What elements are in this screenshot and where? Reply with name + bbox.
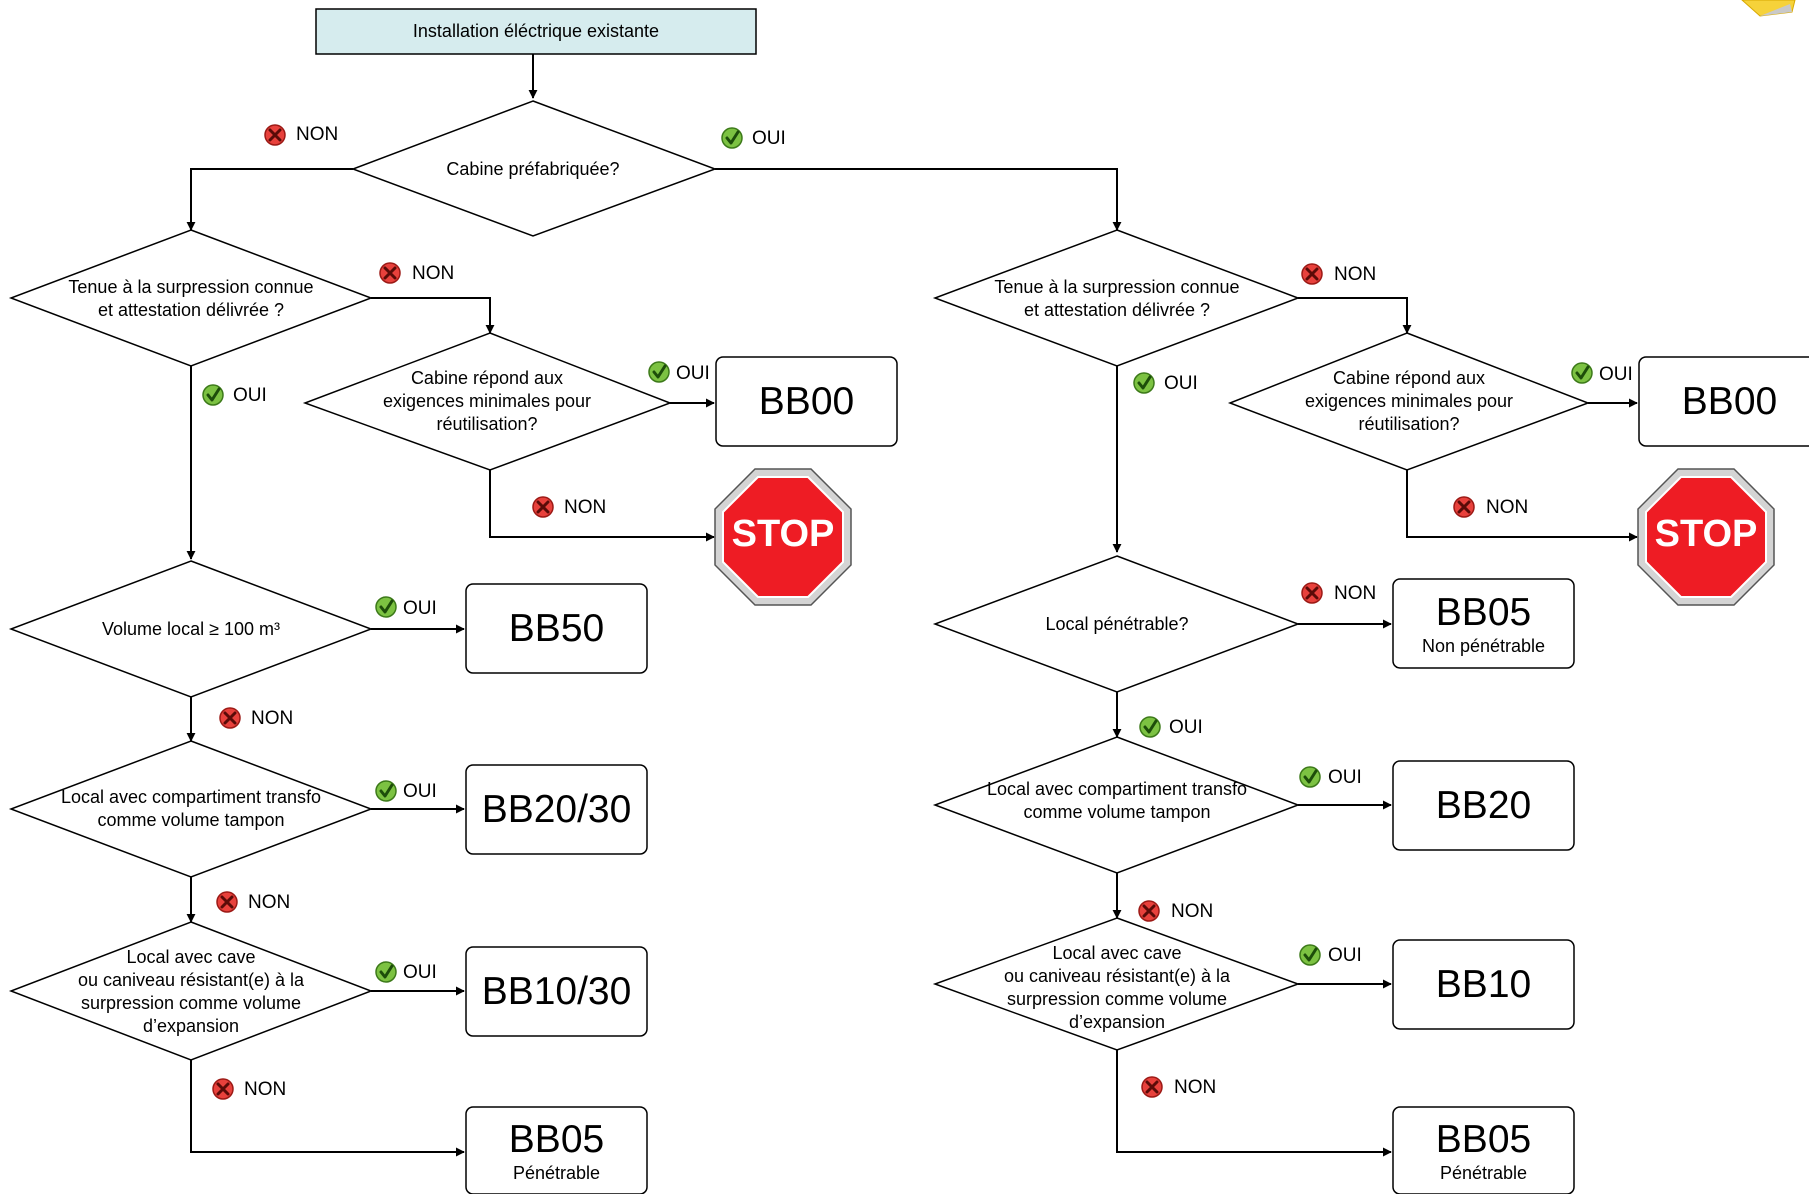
decision-shapes <box>8 100 1591 1061</box>
right-decision-transfo-shape <box>932 736 1301 874</box>
right-result-cave-no: BB05 Pénétrable <box>1393 1107 1574 1194</box>
right-result-penetrable-no: BB05 Non pénétrable <box>1393 579 1574 668</box>
edge-label-no: NON <box>1486 497 1529 518</box>
edge-label-yes: OUI <box>403 598 437 619</box>
left-result-cabine-yes: BB00 <box>716 357 897 446</box>
left-decision-surpression-shape <box>8 229 374 367</box>
right-decision-cabine-shape <box>1227 332 1591 471</box>
edge-label-yes: OUI <box>403 962 437 983</box>
edge-label-no: NON <box>296 124 339 145</box>
result-code: BB10/30 <box>481 969 632 1013</box>
edge-label-yes: OUI <box>676 363 710 384</box>
edge-label-no: NON <box>564 497 607 518</box>
result-code: BB10 <box>1435 962 1532 1006</box>
edge-label-yes: OUI <box>233 385 267 406</box>
result-sub: Pénétrable <box>512 1162 601 1183</box>
left-result-volume-yes: BB50 <box>466 584 647 673</box>
left-result-transfo-yes: BB20/30 <box>466 765 647 854</box>
result-code: BB05 <box>508 1117 605 1161</box>
left-result-cave-yes: BB10/30 <box>466 947 647 1036</box>
edge-label-no: NON <box>412 263 455 284</box>
left-decision-transfo-shape <box>8 740 374 878</box>
left-decision-cave-shape <box>8 921 374 1061</box>
result-code: BB05 <box>1435 1117 1532 1161</box>
result-sub: Pénétrable <box>1439 1162 1528 1183</box>
decision-top-label: Cabine préfabriquée? <box>446 158 620 179</box>
result-code: BB50 <box>508 606 605 650</box>
left-stop-label: STOP <box>731 513 835 555</box>
edge-label-yes: OUI <box>1328 767 1362 788</box>
edge-label-yes: OUI <box>1328 945 1362 966</box>
root-box <box>315 8 757 55</box>
edge-label-no: NON <box>1334 264 1377 285</box>
right-result-cave-yes: BB10 <box>1393 940 1574 1029</box>
result-sub: Non pénétrable <box>1421 635 1546 656</box>
connectors <box>186 54 1638 1157</box>
edge-label-no: NON <box>251 708 294 729</box>
edge-label-yes: OUI <box>1164 373 1198 394</box>
edge-label-no: NON <box>1174 1077 1217 1098</box>
left-q-volume: Volume local ≥ 100 m³ <box>102 618 280 639</box>
stop-sign-left <box>714 468 852 606</box>
edge-label-no: NON <box>244 1079 287 1100</box>
right-decision-surpression-shape <box>932 229 1301 367</box>
stop-sign-right <box>1637 468 1775 606</box>
edge-label-yes: OUI <box>1169 717 1203 738</box>
root-node-label: Installation éléctrique existante <box>412 21 660 41</box>
edge-label-yes: OUI <box>1599 364 1633 385</box>
edge-label-yes: OUI <box>403 781 437 802</box>
result-code: BB00 <box>758 379 855 423</box>
result-code: BB05 <box>1435 590 1532 634</box>
edge-label-no: NON <box>1334 583 1377 604</box>
edge-label-no: NON <box>248 892 291 913</box>
edge-label-no: NON <box>1171 901 1214 922</box>
left-result-cave-no: BB05 Pénétrable <box>466 1107 647 1194</box>
result-code: BB00 <box>1681 379 1778 423</box>
result-code: BB20 <box>1435 783 1532 827</box>
right-decision-cave-shape <box>932 917 1301 1051</box>
left-decision-cabine-shape <box>302 332 673 471</box>
result-shapes <box>465 356 1809 1194</box>
right-decision-penetrable-shape <box>932 555 1301 693</box>
right-stop-label: STOP <box>1654 513 1758 555</box>
decision-top-shape <box>350 100 718 237</box>
left-decision-volume-shape <box>8 560 374 698</box>
result-code: BB20/30 <box>481 787 632 831</box>
right-result-cabine-yes: BB00 <box>1639 357 1809 446</box>
sticky-note-icon <box>1741 0 1796 17</box>
right-result-transfo-yes: BB20 <box>1393 761 1574 850</box>
right-q-penetrable: Local pénétrable? <box>1045 613 1189 634</box>
edge-label-yes: OUI <box>752 128 786 149</box>
